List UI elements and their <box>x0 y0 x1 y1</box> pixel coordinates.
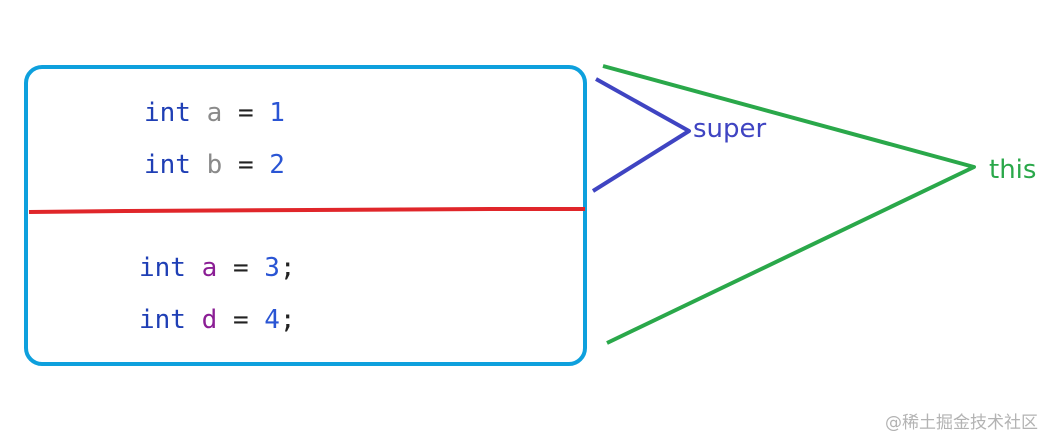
super-label: super <box>693 114 767 144</box>
this-bracket <box>602 64 976 345</box>
watermark: @稀土掘金技术社区 <box>885 413 1038 433</box>
number-literal: 2 <box>269 150 285 180</box>
keyword: int <box>144 150 191 180</box>
variable-name: b <box>206 150 223 180</box>
operator: = <box>237 150 254 180</box>
semicolon: ; <box>279 305 296 335</box>
variable-name: a <box>201 253 218 283</box>
number-literal: 1 <box>269 98 285 128</box>
operator: = <box>237 98 254 128</box>
this-label: this <box>989 155 1037 185</box>
code-line-child-2: int d = 4; <box>139 305 296 335</box>
keyword: int <box>139 305 186 335</box>
variable-name: d <box>201 305 218 335</box>
number-literal: 3 <box>264 253 280 283</box>
keyword: int <box>139 253 186 283</box>
super-bracket <box>591 77 691 193</box>
semicolon: ; <box>279 253 296 283</box>
keyword: int <box>144 98 191 128</box>
variable-name: a <box>206 98 223 128</box>
code-line-child-1: int a = 3; <box>139 253 296 283</box>
number-literal: 4 <box>264 305 280 335</box>
code-line-parent-1: int a = 1 <box>144 98 285 128</box>
operator: = <box>232 305 249 335</box>
object-box <box>24 65 587 366</box>
operator: = <box>232 253 249 283</box>
divider-line <box>28 207 585 214</box>
code-line-parent-2: int b = 2 <box>144 150 285 180</box>
